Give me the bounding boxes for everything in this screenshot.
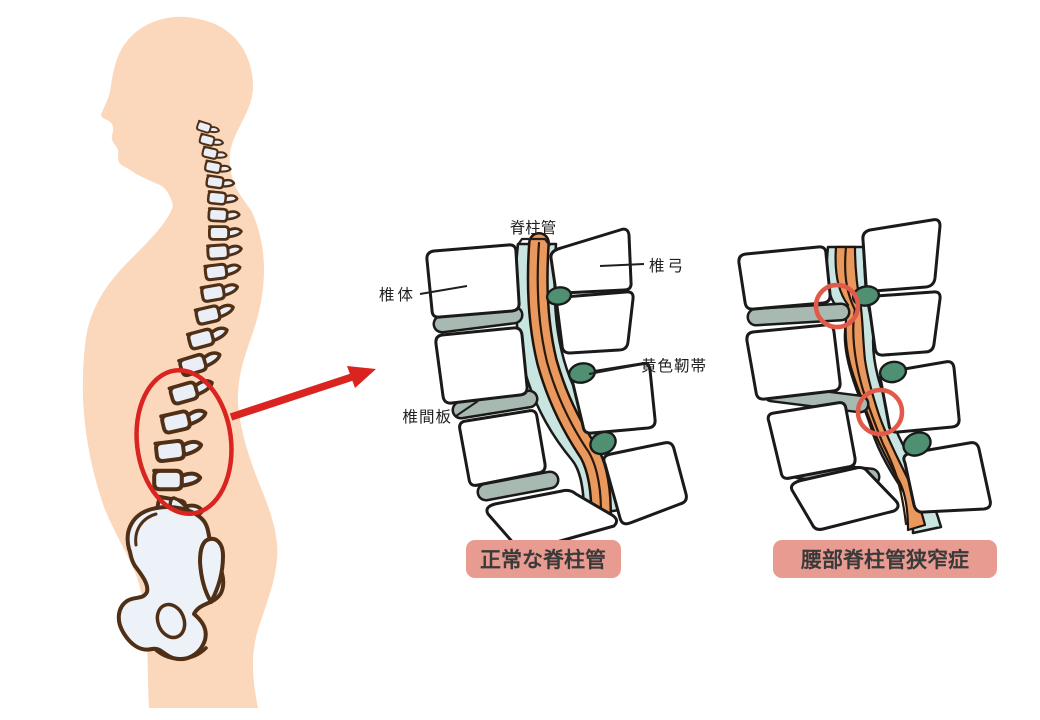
normal-vertebral-bodies — [425, 243, 619, 553]
label-spinal-canal: 脊柱管 — [510, 219, 557, 237]
spinal-canal-bracket — [516, 237, 551, 247]
stenosis-circle-upper — [813, 282, 861, 330]
stenosis-circle-lower — [855, 387, 905, 437]
normal-discs — [432, 305, 560, 502]
caption-stenosis: 腰部脊柱管狭窄症 — [773, 540, 997, 578]
leader-vertebral-arch — [599, 263, 645, 267]
leader-intervertebral-disc — [455, 400, 479, 417]
pelvis-foramen — [155, 602, 187, 640]
pelvis-crest-line — [134, 512, 158, 547]
leader-ligamentum-flavum — [588, 364, 638, 375]
stenosis-nerve-centerline — [844, 245, 908, 526]
label-vertebral-arch: 椎弓 — [649, 257, 686, 275]
lumbar-highlight-ellipse — [134, 368, 234, 516]
caption-normal-text: 正常な脊柱管 — [480, 548, 606, 572]
leader-vertebral-body — [419, 285, 468, 295]
stenosis-vertebral-bodies — [737, 245, 900, 531]
normal-vertebral-arches — [549, 227, 688, 526]
stenosis-nerve — [834, 245, 927, 532]
label-vertebral-body: 椎体 — [379, 286, 416, 304]
caption-normal: 正常な脊柱管 — [466, 540, 621, 578]
normal-nerve — [526, 232, 612, 523]
pelvis-ischium-line — [154, 646, 208, 661]
pelvis-sacrum-detail — [198, 536, 225, 604]
label-ligamentum-flavum: 黄色靭帯 — [641, 357, 707, 375]
label-intervertebral-disc: 椎間板 — [402, 408, 452, 426]
stenosis-spine-diagram — [737, 218, 992, 535]
pelvis-illustration — [116, 505, 226, 661]
anatomy-labels: 脊柱管 椎弓 椎体 黄色靭帯 椎間板 — [379, 219, 707, 426]
caption-stenosis-text: 腰部脊柱管狭窄症 — [800, 548, 969, 572]
zoom-arrow-head — [347, 366, 376, 388]
zoom-arrow — [229, 366, 376, 421]
normal-spine-diagram — [425, 227, 688, 553]
normal-ligaments — [545, 286, 617, 456]
